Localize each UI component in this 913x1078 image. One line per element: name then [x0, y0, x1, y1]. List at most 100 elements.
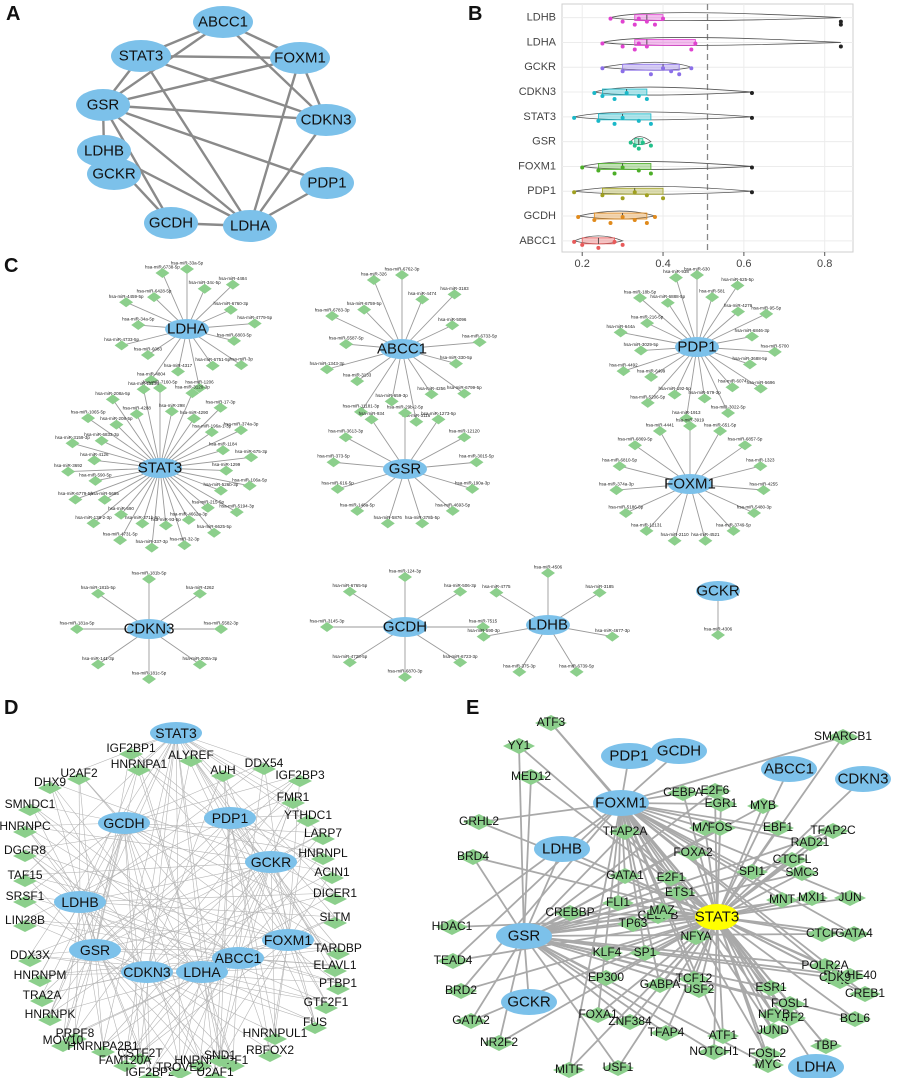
mirna-label-ldha-1: hsa-miR-34c-5p — [189, 280, 222, 285]
tf-label-hdac1: HDAC1 — [432, 919, 473, 933]
mirna-node-foxm1-11 — [609, 485, 624, 496]
mirna-node-stat3-1 — [164, 406, 179, 417]
mirna-edge-stat3-32 — [112, 399, 161, 469]
mirna-node-gsr-7 — [380, 518, 395, 529]
tf-edge-fli1-foxm1 — [617, 802, 622, 904]
box-stat3 — [597, 113, 652, 121]
tf-edge-esr1-gsr — [523, 935, 772, 989]
point-foxm1-0 — [580, 165, 585, 170]
mirna-label-pdp1-11: hsa-miR-579-3p — [689, 390, 722, 395]
hub-label-e-cdkn3: CDKN3 — [838, 771, 889, 788]
mirna-label-ldha-0: hsa-miR-33a-5p — [171, 261, 204, 266]
rbp-edge-mov10-gsr — [62, 949, 96, 1041]
tf-label-tfap2a: TFAP2A — [603, 824, 648, 838]
mirna-node-pdp1-4 — [759, 308, 774, 319]
tf-label-smc3: SMC3 — [785, 865, 819, 879]
rbp-edge-elavl1-gckr — [270, 861, 336, 966]
mirna-node-gcdh-0 — [398, 572, 412, 582]
mirna-label-stat3-7: hsa-miR-1184 — [209, 442, 237, 447]
hub-label-d-abcc1: ABCC1 — [215, 950, 262, 966]
hub-label-e-stat3: STAT3 — [695, 909, 739, 926]
rbp-edge-hnrnpl-gcdh — [123, 822, 324, 854]
mirna-label-stat3-12: hsa-miR-5194-3p — [219, 504, 254, 509]
tf-label-mitf: MITF — [555, 1062, 583, 1076]
mirna-node-pdp1-15 — [644, 371, 659, 382]
mirna-edge-abcc1-8 — [401, 348, 417, 422]
tf-edge-fosl2-foxm1 — [620, 802, 768, 1055]
y-label-abcc1: ABCC1 — [519, 235, 556, 247]
tf-edge-jun-foxm1 — [620, 802, 851, 899]
point-gcdh-0 — [576, 215, 581, 220]
box-gcdh — [593, 212, 648, 220]
mirna-label-abcc1-5: hsa-miR-330-5p — [440, 355, 473, 360]
mirna-label-stat3-29: hsa-miR-6833-3p — [84, 432, 119, 437]
rbp-label-hnrnpu: HNRNPU — [174, 1053, 225, 1067]
rbp-edge-u2af1-pdp1 — [214, 817, 231, 1073]
tf-edge-nr2f2-gsr — [498, 935, 525, 1044]
mirna-node-ldhb-5 — [476, 631, 491, 642]
tf-label-brd2: BRD2 — [445, 983, 477, 997]
rbp-edge-hnrnpu-pdp1 — [199, 817, 231, 1061]
rbp-edge-fam120a-ldha — [124, 971, 203, 1061]
tf-node-foxa1 — [582, 1007, 614, 1023]
rbp-edge-igf2bp3-gcdh — [123, 774, 301, 824]
hub-edge-ldhb-stat3 — [561, 848, 718, 918]
rbp-edge-upf1-abcc1 — [232, 957, 239, 1061]
mirna-label-foxm1-11: hsa-miR-374a-3p — [599, 482, 634, 487]
rbp-node-lin28b — [13, 920, 37, 932]
tf-edge-atf1-foxm1 — [620, 802, 724, 1037]
rbp-node-srsf1 — [13, 896, 37, 908]
edge-foxm1-gsr — [102, 56, 301, 107]
hub-label-d-ldha: LDHA — [183, 964, 221, 980]
rbp-edge-igf2bp1-ldha — [130, 747, 203, 973]
rbp-edge-fmr1-ldha — [201, 796, 294, 973]
tf-node-gata4 — [838, 926, 870, 942]
point-ldhb-2 — [632, 22, 637, 27]
mirna-label-foxm1-2: hsa-miR-6857-5p — [728, 437, 763, 442]
tf-edge-notch1-gsr — [523, 935, 715, 1053]
rbp-edge-hnrnpa2b1-ldha — [102, 971, 203, 1047]
point-ldhb-8 — [838, 22, 843, 27]
hub-node-e-ldha — [788, 1054, 844, 1078]
y-label-ldha: LDHA — [527, 36, 557, 48]
mirna-node-gsr-10 — [326, 457, 341, 468]
mirna-label-ldha-3: hsa-miR-6760-3p — [213, 301, 248, 306]
mirna-label-pdp1-19: hsa-miR-216-5p — [631, 315, 664, 320]
mirna-label-stat3-6: hsa-miR-374a-3p — [224, 422, 259, 427]
mirna-node-ldha-11 — [140, 350, 155, 361]
mirna-label-foxm1-7: hsa-miR-4521 — [691, 532, 720, 537]
tf-node-creb1 — [849, 986, 881, 1002]
rbp-edge-hnrnpa2b1-ldhb — [79, 901, 104, 1047]
tf-node-egr1 — [705, 796, 737, 812]
tf-label-fosl2: FOSL2 — [748, 1046, 786, 1060]
rbp-node-fam120a — [113, 1060, 137, 1072]
mirna-node-ldha-3 — [223, 304, 238, 315]
rbp-label-dicer1: DICER1 — [313, 886, 357, 900]
rbp-label-igf2bp1: IGF2BP1 — [106, 741, 156, 755]
tf-node-gata2 — [455, 1013, 487, 1029]
rbp-edge-tardbp-gcdh — [123, 822, 339, 949]
mirna-node-ldha-10 — [144, 375, 159, 386]
point-gcdh-1 — [592, 218, 597, 223]
mirna-label-stat3-14: hsa-miR-6625-5p — [197, 524, 232, 529]
tf-node-foxa2 — [677, 845, 709, 861]
rbp-edge-snd1-gsr — [94, 949, 221, 1056]
hub-label-d-pdp1: PDP1 — [212, 810, 249, 826]
rbp-label-fam120a: FAM120A — [99, 1053, 152, 1067]
tf-label-e2f1: E2F1 — [657, 870, 686, 884]
tf-edge-jund-stat3 — [716, 916, 774, 1032]
mirna-label-stat3-5: hsa-miR-196a-1-3p — [192, 424, 231, 429]
tf-node-maz — [646, 903, 678, 919]
point-foxm1-5 — [648, 171, 653, 176]
mirna-label-pdp1-22: hsa-miR-938 — [663, 269, 689, 274]
hub-node-e-stat3 — [695, 904, 739, 930]
mirna-node-stat3-24 — [68, 494, 83, 505]
gene-label-gckr: GCKR — [92, 166, 136, 183]
mirna-label-abcc1-3: hsa-miR-5096 — [438, 317, 467, 322]
rbp-label-hnrnpk: HNRNPK — [25, 1007, 76, 1021]
hub-node-cdkn3 — [127, 619, 171, 639]
rbp-edge-dicer1-stat3 — [175, 732, 336, 894]
hub-node-e-foxm1 — [593, 790, 649, 816]
tf-edge-tfap4-gsr — [523, 935, 667, 1034]
mirna-label-foxm1-10: hsa-miR-5186-5p — [609, 505, 644, 510]
